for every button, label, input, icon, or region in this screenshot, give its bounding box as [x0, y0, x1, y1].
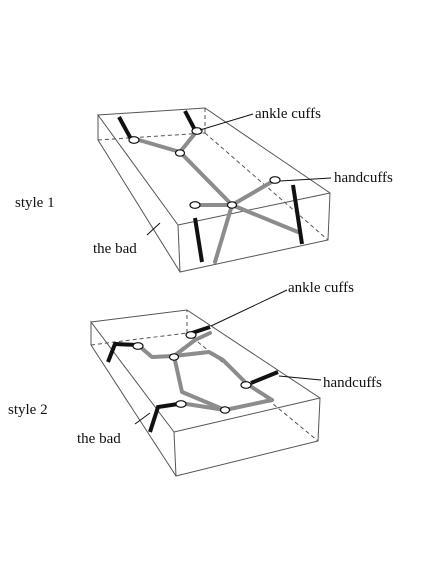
hand-ring — [189, 201, 201, 209]
cuff-rings-1 — [128, 127, 281, 209]
ankle-ring — [185, 331, 197, 339]
strap-network-2 — [136, 331, 274, 412]
handcuffs-label: handcuffs — [334, 170, 393, 186]
bed-label: the bad — [77, 431, 121, 447]
strap-ring — [168, 353, 180, 361]
ankle-cuffs-label: ankle cuffs — [288, 280, 354, 296]
cuff-straps-1 — [117, 110, 304, 263]
ankle-cuffs-label: ankle cuffs — [255, 106, 321, 122]
ankle-ring — [128, 136, 140, 144]
hand-ring — [269, 176, 281, 184]
cuff-rings-2 — [132, 331, 252, 414]
style-label: style 2 — [8, 402, 48, 418]
strap-ring — [219, 406, 231, 414]
ankle-ring — [132, 342, 144, 350]
handcuffs-label: handcuffs — [323, 375, 382, 391]
strap-ring — [226, 201, 238, 209]
leaders-1 — [146, 113, 332, 236]
ankle-ring — [191, 127, 203, 135]
hand-ring — [240, 381, 252, 389]
bed-box-1 — [97, 107, 331, 273]
hand-ring — [175, 400, 187, 408]
figure-style-1: ankle cuffs handcuffs style 1 the bad — [15, 106, 393, 273]
cuff-straps-2 — [106, 325, 279, 433]
style-label: style 1 — [15, 195, 55, 211]
bed-label: the bad — [93, 241, 137, 257]
figure-style-2: ankle cuffs handcuffs style 2 the bad — [8, 280, 382, 477]
leaders-2 — [134, 289, 322, 425]
strap-ring — [174, 149, 186, 157]
